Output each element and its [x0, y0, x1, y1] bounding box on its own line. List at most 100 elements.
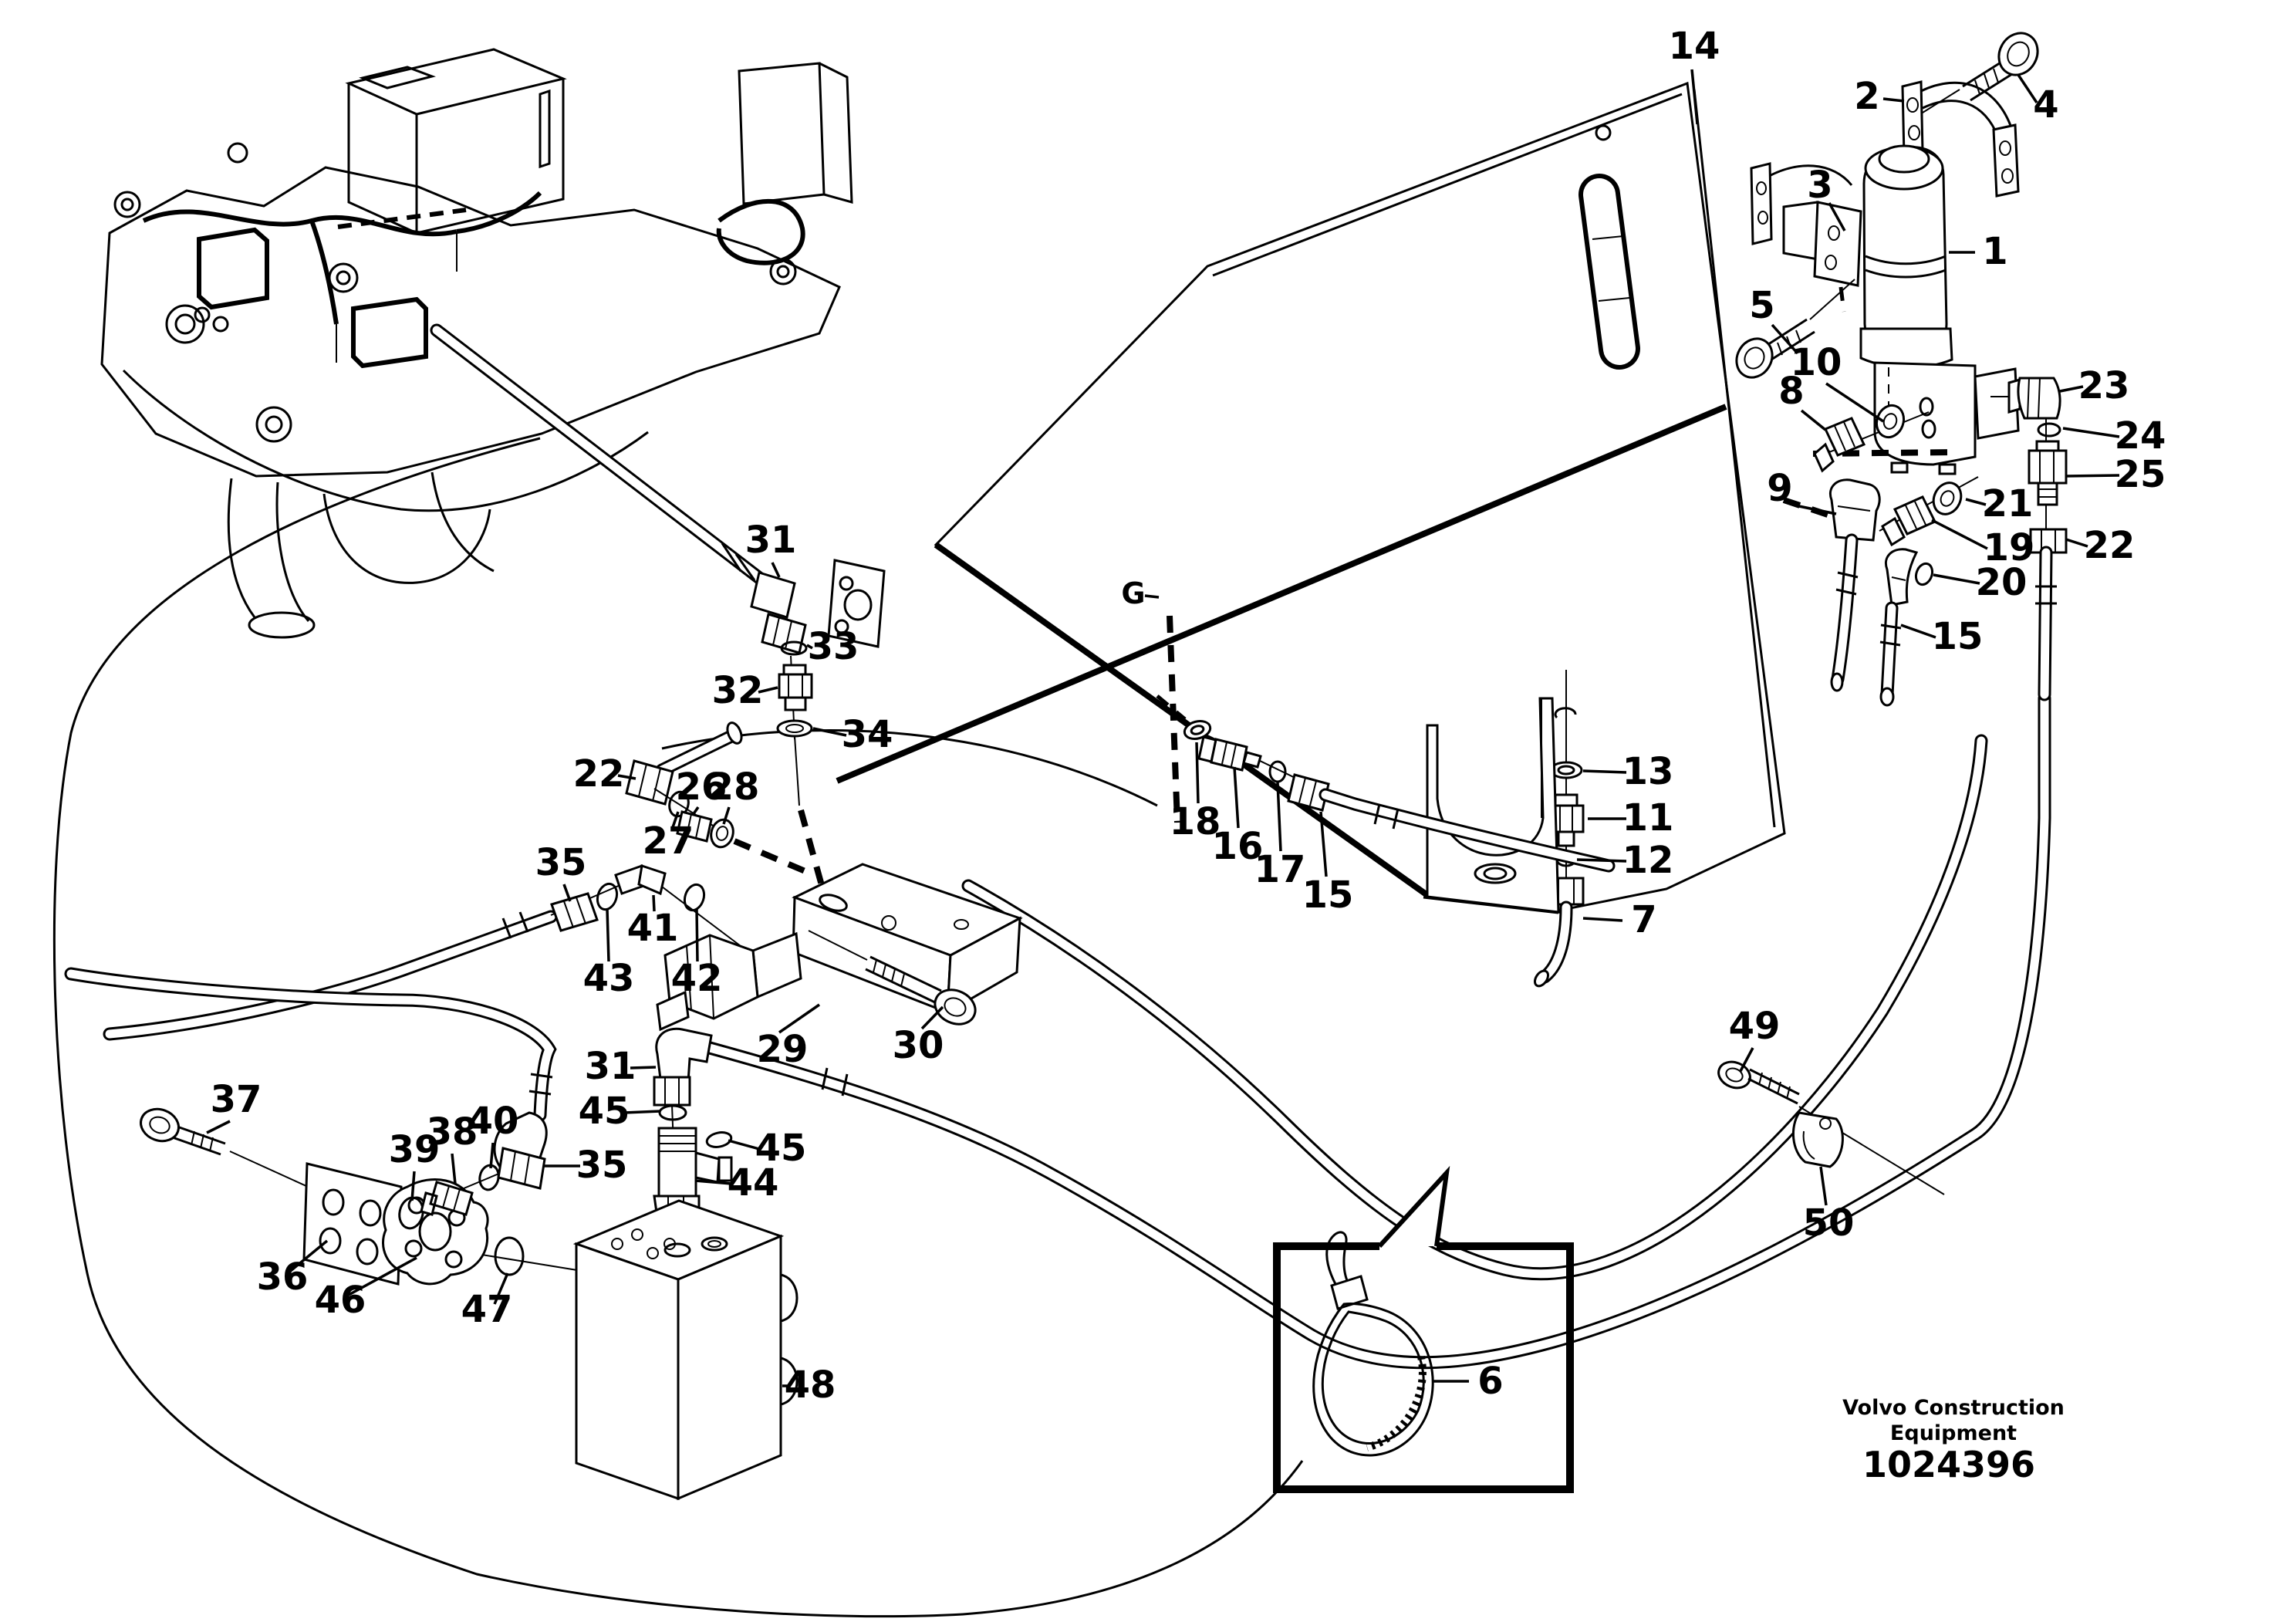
inset-box: [1273, 1165, 1574, 1493]
callout-leader-9: [1795, 504, 1837, 515]
bolt-30: [808, 930, 977, 1026]
mounting-plate: [827, 559, 886, 648]
elbow-31-lower: [653, 1027, 713, 1107]
callout-leader-25: [2065, 474, 2120, 478]
callout-leader-12: [1576, 858, 1627, 863]
callout-42: 42: [671, 957, 723, 1000]
brand-line-2: Equipment: [1890, 1421, 2017, 1445]
callout-43: 43: [583, 957, 635, 1000]
callout-leader-10: [1825, 382, 1884, 423]
callout-leader-22: [2065, 538, 2088, 548]
callout-leader-22: [617, 774, 636, 780]
callout-leader-3: [1828, 202, 1846, 231]
accumulator-cylinder-1: [1859, 144, 1953, 369]
callout-leader-2: [1882, 97, 1905, 103]
pump-fittings: [1782, 377, 2068, 707]
callout-leader-G: [1144, 594, 1160, 599]
callout-leader-37: [206, 1120, 231, 1134]
callout-13: 13: [1622, 750, 1674, 793]
tank-u-bracket: [1423, 697, 1560, 914]
callout-35: 35: [576, 1144, 628, 1187]
callout-leader-26: [691, 806, 700, 816]
callout-48: 48: [785, 1363, 836, 1407]
callout-leader-34: [812, 727, 847, 737]
callout-40: 40: [468, 1100, 519, 1143]
clamp-strap-2: [1901, 80, 2020, 198]
callout-27: 27: [643, 819, 694, 863]
tank-handle: [1578, 174, 1640, 370]
callout-34: 34: [842, 713, 893, 756]
callout-4: 4: [2033, 83, 2058, 127]
callout-leader-32: [758, 686, 778, 694]
callout-leader-46: [348, 1256, 417, 1296]
callout-leader-8: [1800, 409, 1827, 431]
callout-leader-13: [1582, 769, 1627, 774]
callout-10: 10: [1791, 341, 1842, 384]
callout-19: 19: [1984, 526, 2035, 569]
callout-45: 45: [579, 1090, 630, 1133]
hose-to-elbow-31: [430, 323, 769, 587]
callout-31: 31: [745, 519, 797, 562]
callout-leader-16: [1233, 766, 1240, 829]
callout-leader-49: [1739, 1047, 1754, 1072]
callout-2: 2: [1854, 75, 1879, 118]
callout-leader-15: [1900, 623, 1936, 639]
callout-50: 50: [1803, 1201, 1855, 1245]
callout-leader-36: [286, 1239, 329, 1275]
callout-G: G: [1121, 576, 1145, 610]
callout-22: 22: [573, 752, 625, 796]
body-outline-curve: [52, 437, 1304, 1618]
callout-leader-43: [606, 908, 610, 962]
callout-32: 32: [712, 669, 764, 712]
machine-overview-drawing: [100, 48, 853, 639]
callout-8: 8: [1778, 370, 1804, 413]
callout-leader-4: [2017, 74, 2038, 103]
callout-7: 7: [1631, 898, 1656, 941]
callout-22: 22: [2084, 524, 2136, 567]
callout-leader-31: [771, 562, 781, 578]
callout-9: 9: [1767, 467, 1792, 510]
callout-leader-45: [623, 1110, 661, 1114]
fitting-19-21: [1879, 476, 1979, 547]
callout-37: 37: [211, 1078, 262, 1121]
callout-11: 11: [1622, 796, 1674, 840]
bolt-4: [1922, 32, 2039, 113]
callout-leader-15: [1319, 811, 1328, 877]
fitting-chain-39-38-40: [398, 1164, 500, 1230]
callout-leader-21: [1965, 498, 1987, 506]
callout-44: 44: [728, 1161, 779, 1205]
callout-3: 3: [1807, 164, 1832, 207]
callout-39: 39: [389, 1128, 441, 1171]
callout-14: 14: [1669, 25, 1720, 68]
brand-line-1: Volvo Construction: [1842, 1396, 2065, 1420]
callout-41: 41: [627, 907, 679, 950]
elbow-20-hose-15: [1879, 548, 1934, 707]
callout-leader-7: [1582, 917, 1623, 922]
callout-36: 36: [257, 1255, 309, 1299]
callout-leader-35: [562, 884, 572, 902]
doc-number: 1024396: [1862, 1444, 2035, 1485]
callout-leader-33: [806, 644, 813, 650]
callout-leader-45: [728, 1139, 760, 1151]
tank-panel-14: [934, 81, 1786, 912]
callout-35: 35: [535, 841, 587, 884]
callout-leader-41: [652, 894, 656, 912]
callout-6: 6: [1477, 1360, 1503, 1403]
callout-31: 31: [585, 1045, 636, 1088]
callout-47: 47: [461, 1288, 513, 1331]
callout-12: 12: [1622, 839, 1674, 882]
elbow-9: [1782, 478, 1881, 692]
callout-leader-24: [2062, 427, 2120, 438]
callout-leader-44: [694, 1179, 732, 1185]
callout-leader-38: [451, 1153, 457, 1184]
callout-leader-19: [1931, 519, 1988, 550]
fitting-chain-22-26-27-28: [625, 721, 809, 875]
relay-component-box: [194, 227, 428, 369]
callout-21: 21: [1982, 482, 2034, 525]
callout-23: 23: [2078, 364, 2130, 407]
callout-30: 30: [893, 1024, 944, 1067]
o-ring-45b: [705, 1131, 733, 1148]
cable-tie-6: [1312, 1231, 1434, 1457]
o-ring-47: [494, 1236, 525, 1276]
